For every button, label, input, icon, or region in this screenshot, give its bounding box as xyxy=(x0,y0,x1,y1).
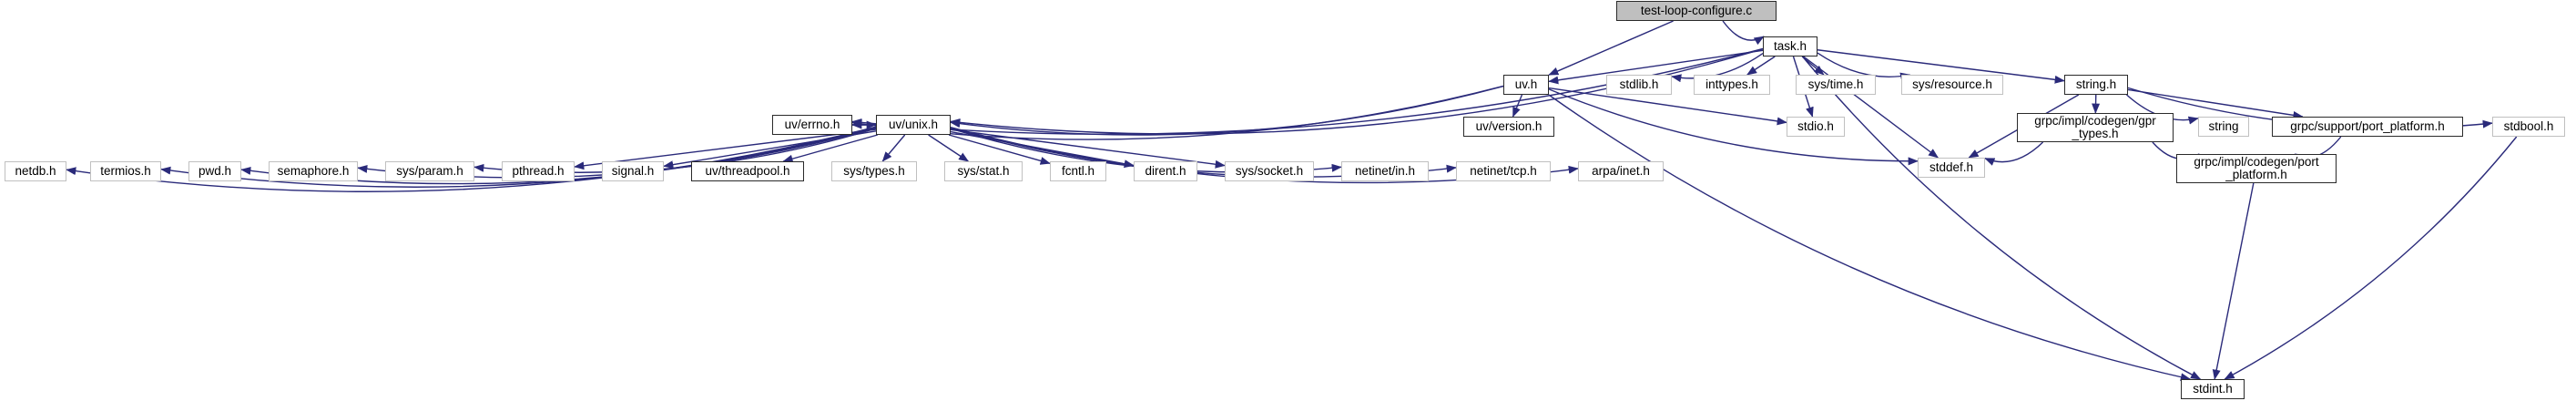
graph-node-label: stdio.h xyxy=(1797,119,1834,133)
graph-node-sys-stat-h[interactable]: sys/stat.h xyxy=(944,161,1023,181)
graph-node-label: sys/types.h xyxy=(843,164,905,178)
graph-node-netinet-in-h[interactable]: netinet/in.h xyxy=(1341,161,1429,181)
graph-node-pwd-h[interactable]: pwd.h xyxy=(188,161,241,181)
graph-node-uv-version-h[interactable]: uv/version.h xyxy=(1463,117,1554,137)
graph-node-label: stdbool.h xyxy=(2503,119,2554,133)
graph-edge xyxy=(1984,141,2044,166)
graph-edge xyxy=(1746,56,1776,76)
graph-edge xyxy=(928,134,970,162)
graph-node-label: signal.h xyxy=(611,164,655,178)
graph-edge xyxy=(1722,20,1765,46)
graph-node-termios-h[interactable]: termios.h xyxy=(90,161,161,181)
graph-edge xyxy=(1548,88,1919,166)
graph-node-sys-socket-h[interactable]: sys/socket.h xyxy=(1225,161,1314,181)
graph-edge xyxy=(950,129,1226,169)
graph-node-uv-errno-h[interactable]: uv/errno.h xyxy=(772,115,852,135)
graph-node-label: netinet/in.h xyxy=(1354,164,1416,178)
graph-node-grpc-impl-codegen-port-platform-h[interactable]: grpc/impl/codegen/port _platform.h xyxy=(2176,154,2337,183)
graph-node-label: string xyxy=(2208,119,2239,133)
graph-node-label: pwd.h xyxy=(198,164,232,178)
graph-edge xyxy=(782,134,878,163)
graph-node-label: sys/socket.h xyxy=(1235,164,1304,178)
graph-node-semaphore-h[interactable]: semaphore.h xyxy=(269,161,358,181)
graph-node-sys-param-h[interactable]: sys/param.h xyxy=(385,161,474,181)
graph-node-netinet-tcp-h[interactable]: netinet/tcp.h xyxy=(1456,161,1551,181)
graph-node-pthread-h[interactable]: pthread.h xyxy=(502,161,575,181)
graph-node-label: stddef.h xyxy=(1929,160,1974,174)
graph-node-label: sys/param.h xyxy=(396,164,463,178)
graph-node-label: semaphore.h xyxy=(277,164,350,178)
graph-edge xyxy=(950,85,1504,136)
graph-node-label: stdlib.h xyxy=(1619,77,1659,91)
graph-node-stddef-h[interactable]: stddef.h xyxy=(1918,158,1985,178)
graph-edge xyxy=(948,134,1051,165)
graph-node-netdb-h[interactable]: netdb.h xyxy=(5,161,66,181)
graph-node-label: sys/stat.h xyxy=(957,164,1010,178)
graph-node-label: fcntl.h xyxy=(1061,164,1095,178)
graph-node-label: grpc/impl/codegen/gpr _types.h xyxy=(2034,114,2156,140)
graph-node-string[interactable]: string xyxy=(2198,117,2249,137)
graph-node-sys-time-h[interactable]: sys/time.h xyxy=(1796,75,1876,95)
graph-node-fcntl-h[interactable]: fcntl.h xyxy=(1050,161,1106,181)
graph-node-label: uv/errno.h xyxy=(784,118,840,131)
graph-node-dirent-h[interactable]: dirent.h xyxy=(1134,161,1197,181)
graph-node-grpc-support-port-platform-h[interactable]: grpc/support/port_platform.h xyxy=(2272,117,2463,137)
graph-node-test-loop-configure-c[interactable]: test-loop-configure.c xyxy=(1616,1,1777,21)
graph-node-label: stdint.h xyxy=(2193,382,2233,396)
graph-node-sys-resource-h[interactable]: sys/resource.h xyxy=(1901,75,2003,95)
graph-node-grpc-impl-codegen-gpr-types-h[interactable]: grpc/impl/codegen/gpr _types.h xyxy=(2017,113,2174,142)
graph-node-label: arpa/inet.h xyxy=(1592,164,1650,178)
graph-edge xyxy=(1817,52,1911,81)
graph-node-string-h[interactable]: string.h xyxy=(2064,75,2128,95)
graph-node-label: grpc/impl/codegen/port _platform.h xyxy=(2194,155,2319,181)
graph-node-task-h[interactable]: task.h xyxy=(1763,36,1817,57)
graph-node-label: termios.h xyxy=(100,164,151,178)
graph-node-label: pthread.h xyxy=(512,164,565,178)
graph-edge xyxy=(1802,56,2202,380)
graph-edge xyxy=(1548,20,1674,76)
graph-node-label: uv.h xyxy=(1514,77,1538,91)
graph-node-label: string.h xyxy=(2075,77,2117,91)
graph-edge xyxy=(2212,182,2255,380)
graph-edge xyxy=(1801,56,1825,76)
graph-node-signal-h[interactable]: signal.h xyxy=(602,161,664,181)
graph-edge xyxy=(881,134,906,162)
graph-edge xyxy=(1512,94,1523,118)
graph-node-label: uv/version.h xyxy=(1475,119,1543,133)
graph-node-label: inttypes.h xyxy=(1705,77,1758,91)
graph-edge xyxy=(950,130,1135,169)
graph-node-label: dirent.h xyxy=(1145,164,1186,178)
graph-node-stdbool-h[interactable]: stdbool.h xyxy=(2492,117,2565,137)
graph-node-arpa-inet-h[interactable]: arpa/inet.h xyxy=(1578,161,1664,181)
graph-node-label: netdb.h xyxy=(15,164,56,178)
graph-node-label: task.h xyxy=(1773,39,1807,53)
graph-node-label: uv/unix.h xyxy=(888,118,939,131)
graph-node-label: netinet/tcp.h xyxy=(1470,164,1537,178)
graph-node-stdlib-h[interactable]: stdlib.h xyxy=(1606,75,1672,95)
graph-node-label: test-loop-configure.c xyxy=(1640,4,1753,17)
graph-node-uv-h[interactable]: uv.h xyxy=(1503,75,1549,95)
graph-edge xyxy=(66,126,877,192)
graph-node-label: grpc/support/port_platform.h xyxy=(2290,119,2445,133)
graph-node-inttypes-h[interactable]: inttypes.h xyxy=(1694,75,1770,95)
graph-node-stdio-h[interactable]: stdio.h xyxy=(1787,117,1845,137)
graph-node-sys-types-h[interactable]: sys/types.h xyxy=(831,161,917,181)
graph-node-uv-threadpool-h[interactable]: uv/threadpool.h xyxy=(691,161,804,181)
graph-node-label: sys/resource.h xyxy=(1912,77,1992,91)
graph-node-label: sys/time.h xyxy=(1807,77,1864,91)
graph-node-label: uv/threadpool.h xyxy=(705,164,790,178)
graph-edge xyxy=(1803,56,1940,159)
graph-node-stdint-h[interactable]: stdint.h xyxy=(2181,379,2245,399)
graph-node-uv-unix-h[interactable]: uv/unix.h xyxy=(876,115,951,135)
